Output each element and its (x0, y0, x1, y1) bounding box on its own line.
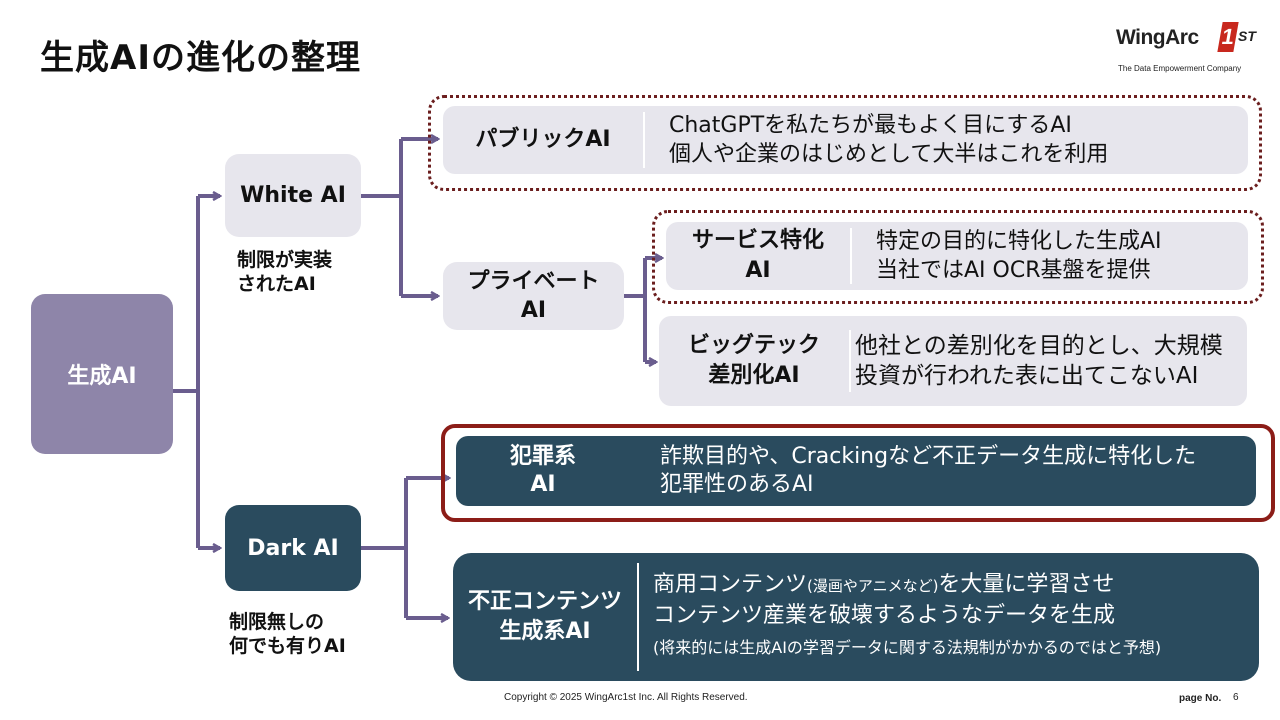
illegal-content-ai-separator (637, 563, 639, 671)
service-ai-description: 特定の目的に特化した生成AI 当社ではAI OCR基盤を提供 (852, 227, 1162, 285)
logo-wordmark: WingArc (1116, 26, 1199, 49)
page-number: 6 (1233, 692, 1239, 703)
white-ai-note-line1: 制限が実装 (237, 249, 333, 271)
crime-ai-desc-line1: 詐欺目的や、Crackingなど不正データ生成に特化した (660, 444, 1197, 469)
private-ai-label-line1: プライベート (467, 269, 600, 294)
bigtech-ai-separator (849, 330, 851, 392)
bigtech-ai-label-line1: ビッグテック (687, 333, 820, 358)
illegal-content-ai-label: 不正コンテンツ 生成系AI (453, 587, 637, 647)
crime-ai-label-line1: 犯罪系 (509, 444, 576, 469)
node-crime-ai: 犯罪系 AI 詐欺目的や、Crackingなど不正データ生成に特化した 犯罪性の… (456, 436, 1256, 506)
page-number-label: page No. (1179, 693, 1222, 704)
desc-line1-part-b: (漫画やアニメなど) (807, 576, 939, 595)
logo-suffix: ST (1238, 28, 1256, 44)
service-ai-desc-line1: 特定の目的に特化した生成AI (876, 229, 1162, 254)
dark-ai-label: Dark AI (247, 535, 339, 561)
crime-ai-highlight-frame (441, 424, 1275, 522)
connector-root-trunk (172, 196, 200, 548)
service-ai-separator (850, 228, 852, 284)
connector-dark-trunk (360, 478, 408, 618)
public-ai-separator (643, 112, 645, 168)
connector-private-trunk (624, 258, 647, 362)
white-ai-note: 制限が実装 されたAI (237, 248, 332, 296)
public-ai-desc-line1: ChatGPTを私たちが最もよく目にするAI (669, 113, 1072, 138)
white-ai-note-line2: されたAI (237, 273, 316, 295)
service-ai-label: サービス特化 AI (666, 226, 850, 286)
public-ai-desc-line2: 個人や企業のはじめとして大半はこれを利用 (669, 142, 1109, 167)
node-service-ai: サービス特化 AI 特定の目的に特化した生成AI 当社ではAI OCR基盤を提供 (666, 222, 1248, 290)
node-illegal-content-ai: 不正コンテンツ 生成系AI 商用コンテンツ(漫画やアニメなど)を大量に学習させ … (453, 553, 1259, 681)
page-title: 生成AIの進化の整理 (40, 38, 361, 78)
illegal-content-ai-desc-line2: コンテンツ産業を破壊するようなデータを生成 (653, 602, 1116, 628)
illegal-content-ai-desc-line1: 商用コンテンツ(漫画やアニメなど)を大量に学習させ (653, 570, 1161, 601)
node-public-ai: パブリックAI ChatGPTを私たちが最もよく目にするAI 個人や企業のはじめ… (443, 106, 1248, 174)
root-node-label: 生成AI (67, 364, 137, 389)
private-ai-label-line2: AI (520, 298, 547, 323)
illegal-content-ai-label-line2: 生成系AI (499, 619, 591, 644)
bigtech-ai-desc-line1: 他社との差別化を目的とし、大規模 (855, 333, 1223, 359)
node-private-ai: プライベート AI (443, 262, 624, 330)
illegal-content-ai-description: 商用コンテンツ(漫画やアニメなど)を大量に学習させ コンテンツ産業を破壊するよう… (639, 570, 1161, 665)
logo-tagline: The Data Empowerment Company (1118, 64, 1242, 73)
public-ai-label: パブリックAI (475, 127, 611, 152)
desc-line1-part-c: を大量に学習させ (938, 571, 1115, 597)
connector-white-trunk (360, 139, 403, 296)
node-white-ai: White AI (225, 154, 361, 237)
company-logo: WingArc 1 ST The Data Empowerment Compan… (1112, 22, 1257, 77)
illegal-content-ai-desc-line3: (将来的には生成AIの学習データに関する法規制がかかるのではと予想) (653, 637, 1162, 657)
crime-ai-label-line2: AI (530, 472, 556, 497)
public-ai-description: ChatGPTを私たちが最もよく目にするAI 個人や企業のはじめとして大半はこれ… (645, 111, 1108, 169)
node-dark-ai: Dark AI (225, 505, 361, 591)
dark-ai-note-line2: 何でも有りAI (229, 635, 346, 657)
root-node-generative-ai: 生成AI (31, 294, 173, 454)
illegal-content-ai-label-line1: 不正コンテンツ (467, 589, 622, 614)
dark-ai-note: 制限無しの 何でも有りAI (229, 610, 346, 658)
service-ai-highlight-frame (652, 210, 1264, 304)
dark-ai-note-line1: 制限無しの (229, 611, 325, 633)
bigtech-ai-desc-line2: 投資が行われた表に出てこないAI (855, 363, 1199, 389)
crime-ai-label: 犯罪系 AI (456, 443, 630, 499)
crime-ai-description: 詐欺目的や、Crackingなど不正データ生成に特化した 犯罪性のあるAI (630, 443, 1196, 499)
bigtech-ai-description: 他社との差別化を目的とし、大規模 投資が行われた表に出てこないAI (851, 331, 1223, 391)
bigtech-ai-label-line2: 差別化AI (708, 363, 800, 388)
service-ai-label-line1: サービス特化 (691, 228, 824, 253)
crime-ai-desc-line2: 犯罪性のあるAI (660, 472, 814, 497)
copyright-text: Copyright © 2025 WingArc1st Inc. All Rig… (504, 692, 748, 703)
public-ai-highlight-frame (428, 95, 1262, 191)
bigtech-ai-label: ビッグテック 差別化AI (659, 331, 849, 391)
service-ai-label-line2: AI (745, 258, 771, 283)
node-bigtech-ai: ビッグテック 差別化AI 他社との差別化を目的とし、大規模 投資が行われた表に出… (659, 316, 1247, 406)
service-ai-desc-line2: 当社ではAI OCR基盤を提供 (876, 258, 1151, 283)
white-ai-label: White AI (240, 183, 346, 208)
desc-line1-part-a: 商用コンテンツ (653, 571, 808, 597)
